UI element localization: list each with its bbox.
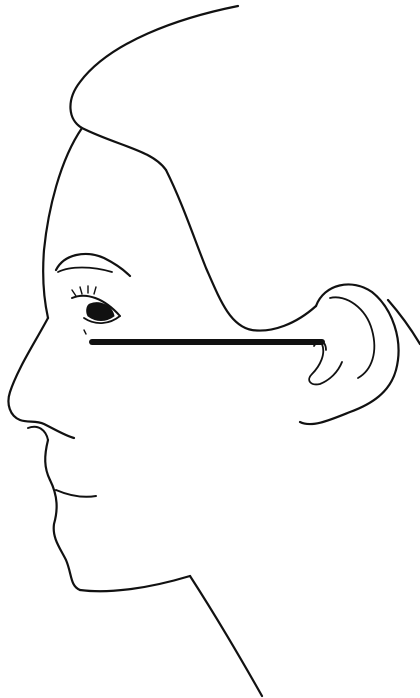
canvas-background — [0, 0, 420, 698]
head-profile-svg — [0, 0, 420, 698]
head-profile-figure — [0, 0, 420, 698]
